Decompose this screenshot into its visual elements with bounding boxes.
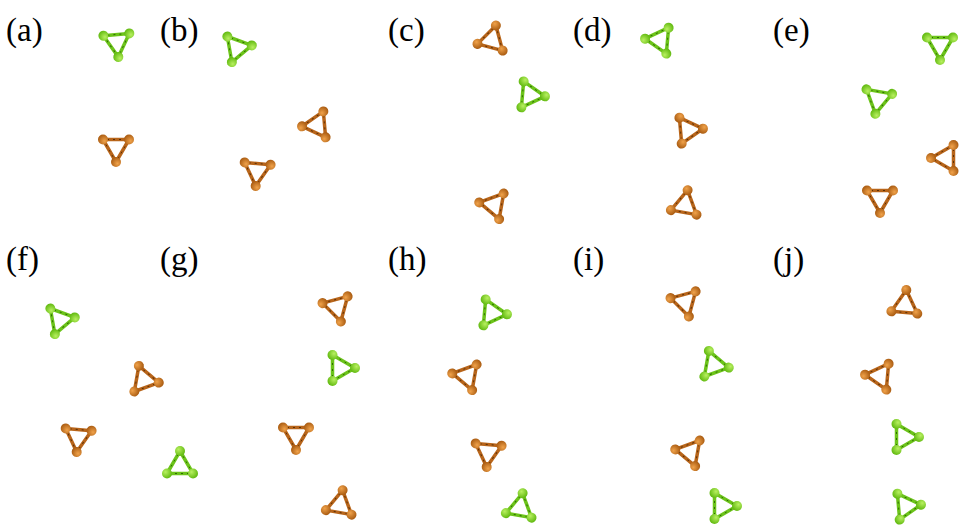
- panel-label: (d): [573, 14, 611, 47]
- panel-label: (i): [573, 243, 604, 276]
- panel-label: (c): [388, 14, 425, 47]
- panel-label: (g): [160, 243, 198, 276]
- panel-label: (a): [6, 14, 43, 47]
- panel-label: (e): [773, 14, 810, 47]
- panel-label: (f): [6, 243, 39, 276]
- panel-label: (j): [773, 243, 804, 276]
- panel-label: (b): [160, 14, 198, 47]
- panel-label: (h): [388, 243, 426, 276]
